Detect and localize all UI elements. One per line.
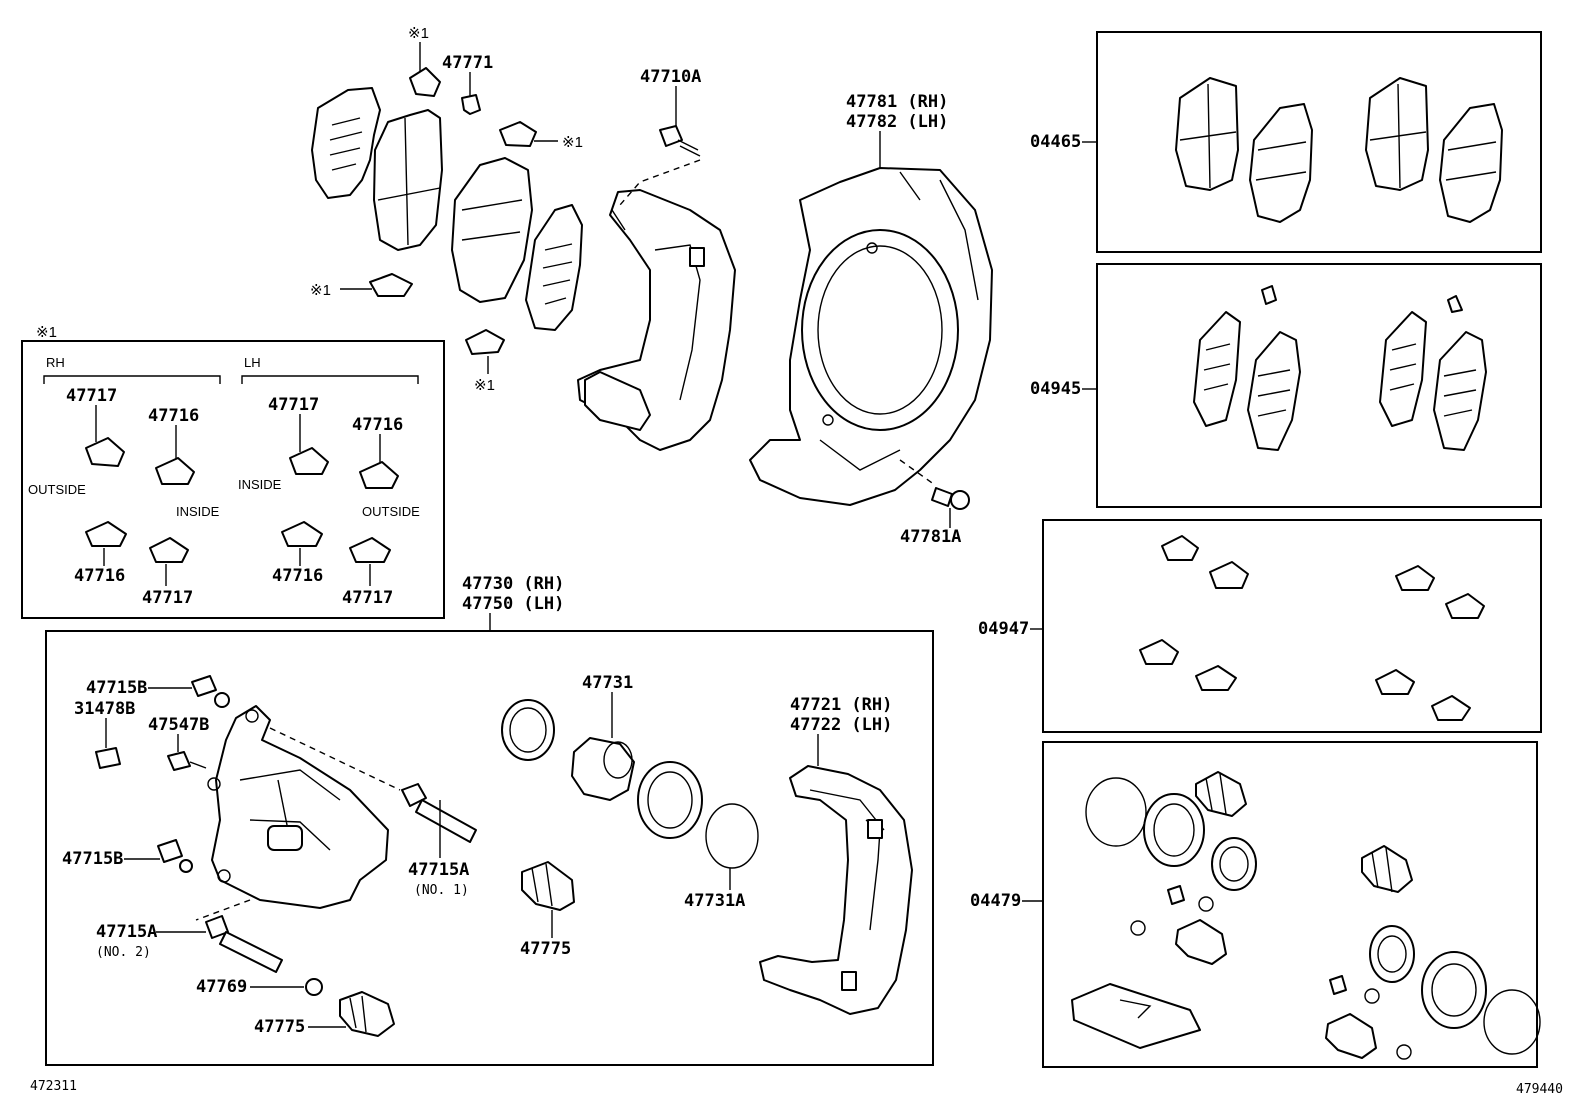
- cylinder-piston: [571, 737, 635, 801]
- rh-lower-47716: 47716: [74, 566, 125, 586]
- boot-47775-lower: [339, 991, 395, 1037]
- label-31478B: 31478B: [74, 699, 135, 719]
- cap-31478B: [95, 747, 121, 769]
- label-04947: 04947: [978, 619, 1029, 639]
- kit-04479-parts: [1071, 771, 1541, 1060]
- slide-pin-no2: [205, 915, 283, 973]
- label-47547B: 47547B: [148, 715, 209, 735]
- bleeder-plug-47715B: [191, 675, 230, 708]
- shim-box-mark: ※1: [36, 324, 57, 341]
- pad-clip-right: [499, 121, 537, 147]
- label-47731: 47731: [582, 673, 633, 693]
- label-04465: 04465: [1030, 132, 1081, 152]
- rh-inside-shim: [155, 457, 195, 485]
- shim-kit-frame: [21, 340, 445, 619]
- pin-1-leader: [269, 727, 401, 791]
- pad-clip-top: [409, 67, 441, 97]
- label-47715A-2: 47715A: [96, 922, 157, 942]
- mark-top: ※1: [408, 25, 429, 42]
- disc-brake-dust-cover: [749, 167, 993, 506]
- rh-outer-47717: 47717: [66, 386, 117, 406]
- lh-outer-47717: 47717: [268, 395, 319, 415]
- lh-outside-shim: [359, 461, 399, 489]
- wear-clip-47771: [461, 94, 481, 115]
- label-04945: 04945: [1030, 379, 1081, 399]
- rh-shim-lower-left: [85, 521, 127, 547]
- disc-brake-mounting-47721: [759, 765, 913, 1015]
- rh-outside-label: OUTSIDE: [28, 482, 86, 497]
- label-47715A-2-sub: (NO. 2): [96, 945, 151, 960]
- brake-pad-outer: [373, 109, 443, 251]
- label-lh: LH: [244, 355, 261, 370]
- mark-bottom: ※1: [474, 377, 495, 394]
- kit-04479-frame: [1042, 741, 1538, 1068]
- label-47781A: 47781A: [900, 527, 961, 547]
- brake-pad-inner: [451, 157, 533, 303]
- set-ring-47731A: [705, 803, 759, 869]
- bushing-47769: [305, 978, 323, 996]
- mark-right: ※1: [562, 134, 583, 151]
- lh-shim-lower-right: [349, 537, 391, 563]
- cylinder-boot-ring: [637, 761, 703, 839]
- anti-squeal-shim-inner: [525, 204, 583, 331]
- rh-shim-lower-right: [149, 537, 189, 563]
- label-47722: 47722 (LH): [790, 715, 892, 735]
- bracket-bolt-47710A: [659, 125, 701, 157]
- label-47730: 47730 (RH): [462, 574, 564, 594]
- label-47715B-b: 47715B: [62, 849, 123, 869]
- label-47731A: 47731A: [684, 891, 745, 911]
- slide-pin-no1: [401, 783, 477, 843]
- lh-shim-lower-left: [281, 521, 323, 547]
- label-47771: 47771: [442, 53, 493, 73]
- label-rh: RH: [46, 355, 65, 370]
- lh-lower-47716: 47716: [272, 566, 323, 586]
- ref-left: 472311: [30, 1079, 77, 1094]
- bleeder-plug-47547B: [167, 751, 207, 771]
- rh-inner-47716: 47716: [148, 406, 199, 426]
- rh-outside-shim: [85, 437, 125, 467]
- label-47781: 47781 (RH): [846, 92, 948, 112]
- kit-04945-shims: [1193, 285, 1487, 451]
- lh-inside-shim: [289, 447, 329, 475]
- label-47775-b: 47775: [254, 1017, 305, 1037]
- anti-squeal-shim-outer: [311, 87, 381, 199]
- label-04479: 04479: [970, 891, 1021, 911]
- kit-04947-frame: [1042, 519, 1542, 733]
- pad-clip-left: [369, 273, 413, 297]
- kit-04465-pads: [1175, 77, 1503, 223]
- rh-inside-label: INSIDE: [176, 504, 220, 519]
- label-47782: 47782 (LH): [846, 112, 948, 132]
- rh-lower-47717: 47717: [142, 588, 193, 608]
- lh-inside-label: INSIDE: [238, 477, 282, 492]
- pin-2-leader: [195, 899, 251, 921]
- boot-47775-upper: [521, 861, 575, 911]
- lh-inner-47716: 47716: [352, 415, 403, 435]
- caliper-mounting-bracket: [577, 189, 736, 451]
- label-47715B-a: 47715B: [86, 678, 147, 698]
- label-47775-a: 47775: [520, 939, 571, 959]
- label-47721: 47721 (RH): [790, 695, 892, 715]
- lh-lower-47717: 47717: [342, 588, 393, 608]
- pad-clip-bottom: [465, 329, 505, 355]
- kit-04945-frame: [1096, 263, 1542, 508]
- label-47715A-1-sub: (NO. 1): [414, 883, 469, 898]
- dust-cover-bolt-47781A: [931, 487, 970, 510]
- bleeder-plug-47715B-lower: [157, 839, 193, 873]
- label-47750: 47750 (LH): [462, 594, 564, 614]
- disc-brake-cylinder: [207, 705, 389, 909]
- label-47710A: 47710A: [640, 67, 701, 87]
- mark-left: ※1: [310, 282, 331, 299]
- label-47769: 47769: [196, 977, 247, 997]
- lh-outside-label: OUTSIDE: [362, 504, 420, 519]
- piston-seal-47731: [501, 699, 555, 761]
- label-47715A-1: 47715A: [408, 860, 469, 880]
- cover-bolt-leader: [899, 459, 936, 486]
- kit-04947-clips: [1139, 535, 1485, 721]
- ref-right: 479440: [1516, 1082, 1563, 1097]
